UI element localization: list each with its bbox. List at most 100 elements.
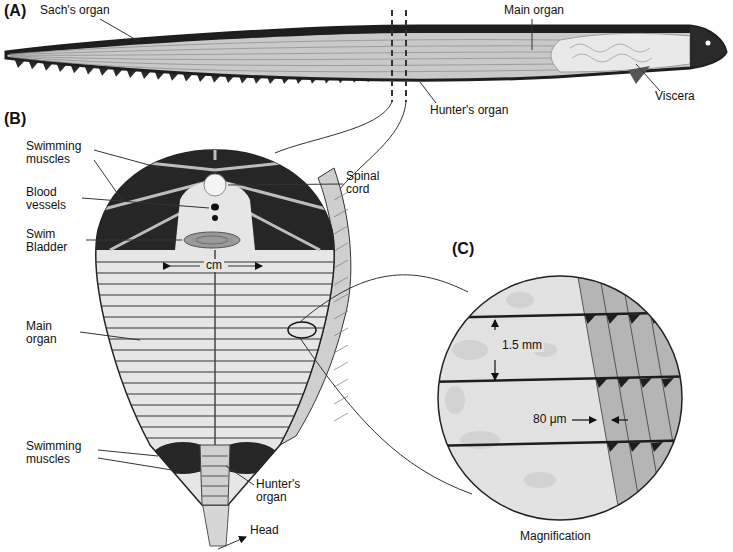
drawing-part bbox=[445, 292, 557, 488]
drawing-part bbox=[10, 56, 560, 60]
drawing-part bbox=[334, 192, 348, 200]
drawing-part bbox=[80, 332, 140, 340]
drawing-part bbox=[334, 413, 348, 421]
drawing-part bbox=[452, 340, 488, 360]
drawing-part bbox=[706, 378, 718, 388]
direction-label: Head bbox=[250, 524, 279, 537]
drawing-part bbox=[607, 314, 619, 324]
drawing-part bbox=[430, 260, 733, 540]
panel-letter: (B) bbox=[4, 110, 26, 128]
drawing-part bbox=[673, 314, 685, 324]
drawing-part bbox=[651, 442, 663, 452]
caption-label: Magnification bbox=[520, 530, 591, 543]
drawing-part bbox=[288, 322, 316, 338]
drawing-part bbox=[685, 260, 733, 540]
drawing-part bbox=[585, 314, 597, 324]
drawing-part bbox=[629, 442, 641, 452]
organ-label: Hunter's organ bbox=[256, 478, 314, 504]
organ-label: Main organ bbox=[26, 320, 78, 346]
tissue-label: Swimming muscles bbox=[26, 440, 98, 466]
drawing-part bbox=[334, 311, 348, 319]
drawing-part bbox=[673, 442, 685, 452]
drawing-part bbox=[334, 209, 348, 217]
drawing-part bbox=[170, 266, 200, 267]
drawing-part bbox=[695, 442, 707, 452]
drawing-part bbox=[405, 10, 407, 102]
drawing-part bbox=[640, 378, 652, 388]
drawing-part bbox=[420, 82, 436, 103]
drawing-part bbox=[662, 378, 674, 388]
drawing-part bbox=[438, 276, 682, 520]
drawing-part bbox=[10, 57, 560, 72]
drawing-part bbox=[649, 260, 657, 266]
drawing-part bbox=[532, 19, 533, 50]
drawing-part bbox=[334, 243, 348, 251]
drawing-part bbox=[80, 145, 350, 250]
drawing-part bbox=[10, 40, 560, 54]
drawing-part bbox=[628, 66, 650, 84]
drawing-part bbox=[684, 378, 696, 388]
drawing-part bbox=[612, 419, 628, 420]
drawing-part bbox=[706, 41, 711, 46]
drawing-part bbox=[334, 328, 348, 336]
tissue-label: Spinal cord bbox=[346, 170, 400, 196]
drawing-part bbox=[214, 250, 216, 445]
organ-label: Hunter's organ bbox=[430, 104, 508, 117]
drawing-part bbox=[570, 44, 652, 62]
drawing-part bbox=[585, 314, 729, 452]
drawing-part bbox=[275, 102, 392, 153]
drawing-part bbox=[445, 386, 465, 414]
drawing-part bbox=[10, 56, 560, 65]
drawing-part bbox=[690, 26, 726, 68]
drawing-part bbox=[184, 232, 240, 248]
drawing-part bbox=[618, 378, 630, 388]
organ-label: Viscera bbox=[655, 90, 695, 103]
drawing-part bbox=[430, 312, 700, 446]
drawing-part bbox=[430, 376, 700, 382]
drawing-part bbox=[100, 19, 140, 42]
drawing-part bbox=[607, 442, 619, 452]
drawing-part bbox=[575, 260, 624, 540]
drawing-part bbox=[98, 458, 172, 470]
drawing-part bbox=[629, 314, 641, 324]
drawing-part bbox=[572, 419, 596, 420]
panel-letter: (C) bbox=[452, 240, 474, 258]
drawing-part bbox=[575, 260, 733, 540]
drawing-part bbox=[334, 277, 348, 285]
drawing-part bbox=[695, 314, 707, 324]
drawing-part bbox=[86, 240, 182, 241]
drawing-part bbox=[98, 450, 158, 456]
drawing-part bbox=[506, 292, 534, 308]
drawing-part bbox=[200, 445, 230, 505]
drawing-part bbox=[94, 160, 122, 200]
drawing-part bbox=[636, 64, 660, 91]
eel-body bbox=[6, 26, 726, 84]
drawing-part bbox=[212, 215, 218, 221]
drawing-part bbox=[583, 260, 591, 266]
drawing-part bbox=[100, 150, 330, 250]
drawing-part bbox=[605, 260, 613, 266]
drawing-part bbox=[10, 52, 560, 55]
drawing-part bbox=[334, 345, 348, 353]
drawing-part bbox=[597, 260, 646, 540]
drawing-part bbox=[94, 150, 160, 168]
drawing-part bbox=[10, 40, 560, 72]
drawing-part bbox=[524, 472, 556, 488]
drawing-part bbox=[596, 378, 608, 388]
panel-letter: (A) bbox=[4, 2, 26, 20]
drawing-part bbox=[334, 192, 348, 421]
drawing-part bbox=[494, 320, 495, 330]
drawing-part bbox=[226, 466, 254, 485]
drawing-part bbox=[228, 184, 343, 185]
tissue-label: Blood vessels bbox=[26, 186, 82, 212]
drawing-part bbox=[551, 33, 690, 72]
drawing-part bbox=[627, 260, 635, 266]
dimension-label: 80 μm bbox=[531, 413, 569, 426]
drawing-part bbox=[218, 537, 246, 549]
drawing-part bbox=[494, 360, 495, 380]
drawing-part bbox=[211, 204, 219, 211]
dimension-label: cm bbox=[204, 259, 224, 272]
drawing-part bbox=[6, 26, 726, 72]
